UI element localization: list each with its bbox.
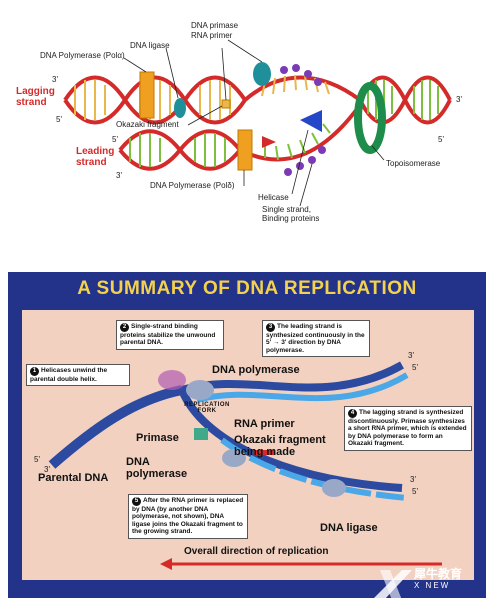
step-3-num: 3 [266,323,275,332]
prime-par-5: 5' [438,135,444,144]
replication-fork-diagram: DNA primase RNA primer DNA ligase DNA Po… [0,0,493,240]
leader-lines [123,39,385,207]
label-ssb: Single strand, Binding proteins [262,205,320,223]
step-4-num: 4 [348,409,357,418]
ligase-blob [322,479,346,497]
label-leading-strand: Leading strand [76,146,115,168]
label-lagging-strand: Lagging strand [16,86,55,108]
parental-strand [48,385,183,469]
direction-arrowhead [160,558,172,570]
leading-arrow [262,136,276,148]
prime-b-3a: 3' [408,351,414,360]
label-dna-ligase-bottom: DNA ligase [320,522,378,534]
pol-delta-shape [237,129,253,171]
pol-top-blob [186,380,214,400]
pol-left-blob [222,449,246,467]
primase-blob [194,428,208,440]
step-2-text: Single-strand binding proteins stabilize… [120,323,216,347]
label-okazaki-bottom: Okazaki fragment being made [234,434,326,459]
label-pol-delta: DNA Polymerase (Polδ) [150,181,235,190]
label-dna-polymerase-top: DNA polymerase [212,364,300,376]
label-dna-ligase-top: DNA ligase [130,41,170,50]
pol-alpha-shape [139,71,155,119]
watermark-sub: X NEW [414,581,451,590]
step-1-num: 1 [30,367,39,376]
primase-shape [253,62,271,86]
ssb-dots [280,64,326,176]
prime-lag-5: 5' [56,115,62,124]
helicase-blob [158,370,186,390]
label-helicase: Helicase [258,193,289,202]
step-1-text: Helicases unwind the parental double hel… [30,367,108,383]
step-3-text: The leading strand is synthesized contin… [266,323,365,354]
okazaki-shape [221,99,231,109]
prime-lead-3: 3' [116,171,122,180]
label-parental-dna: Parental DNA [38,472,109,484]
prime-lead-5: 5' [112,135,118,144]
label-topoisomerase: Topoisomerase [386,159,441,168]
prime-b-3c: 3' [44,465,50,474]
label-dna-polymerase-left: DNA polymerase [126,456,188,481]
summary-title: A SUMMARY OF DNA REPLICATION [77,278,417,299]
step-5-text: After the RNA primer is replaced by DNA … [132,497,244,536]
label-pol-alpha: DNA Polymerase (Polα) [40,51,125,60]
label-dna-primase: DNA primase [191,21,239,30]
step-2-num: 2 [120,323,129,332]
summary-art [48,361,442,570]
helicase-shape [300,110,322,132]
label-primase-bottom: Primase [136,432,179,444]
leading-new [196,372,409,403]
topoisomerase-shape [354,82,386,154]
leading-helix [118,103,362,171]
watermark-logo [372,570,412,600]
replication-fork-art [63,39,452,207]
prime-b-5b: 5' [412,487,418,496]
label-replication-fork: REPLICATION FORK [184,402,230,414]
label-okazaki-top: Okazaki fragment [116,120,179,129]
rna-primer-mark [254,450,274,455]
label-overall-direction: Overall direction of replication [184,546,329,557]
label-rna-primer-bottom: RNA primer [234,418,295,430]
label-rna-primer-top: RNA primer [191,31,233,40]
prime-b-5c: 5' [34,455,40,464]
step-5-num: 5 [132,497,141,506]
watermark-text: 犀牛教育 [414,567,463,581]
prime-par-3: 3' [456,95,462,104]
prime-lag-3: 3' [52,75,58,84]
prime-b-5a: 5' [412,363,418,372]
ligase-shape [174,98,186,118]
step-4-text: The lagging strand is synthesized discon… [348,409,467,448]
prime-b-3b: 3' [410,475,416,484]
